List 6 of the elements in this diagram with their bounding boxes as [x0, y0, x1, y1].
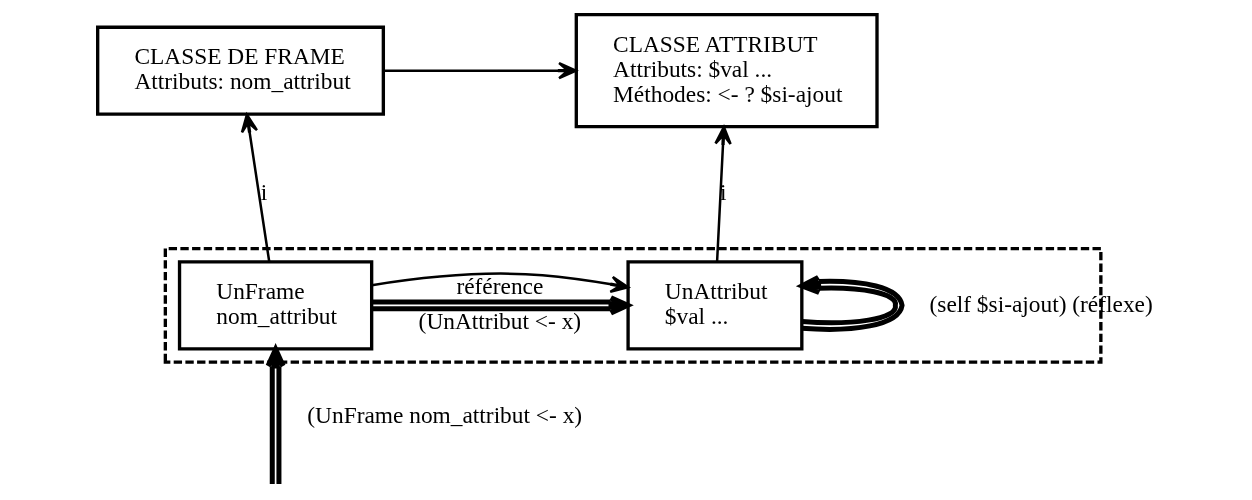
edge-label: (self $si-ajout) (réflexe) — [929, 290, 1153, 317]
edge-label: i — [260, 179, 268, 206]
edge-label: i — [720, 179, 727, 206]
edge-label: (UnFrame nom_attribut <- x) — [307, 401, 583, 428]
edge-label: (UnAttribut <- x) — [418, 308, 582, 335]
edge-label: référence — [456, 273, 544, 299]
